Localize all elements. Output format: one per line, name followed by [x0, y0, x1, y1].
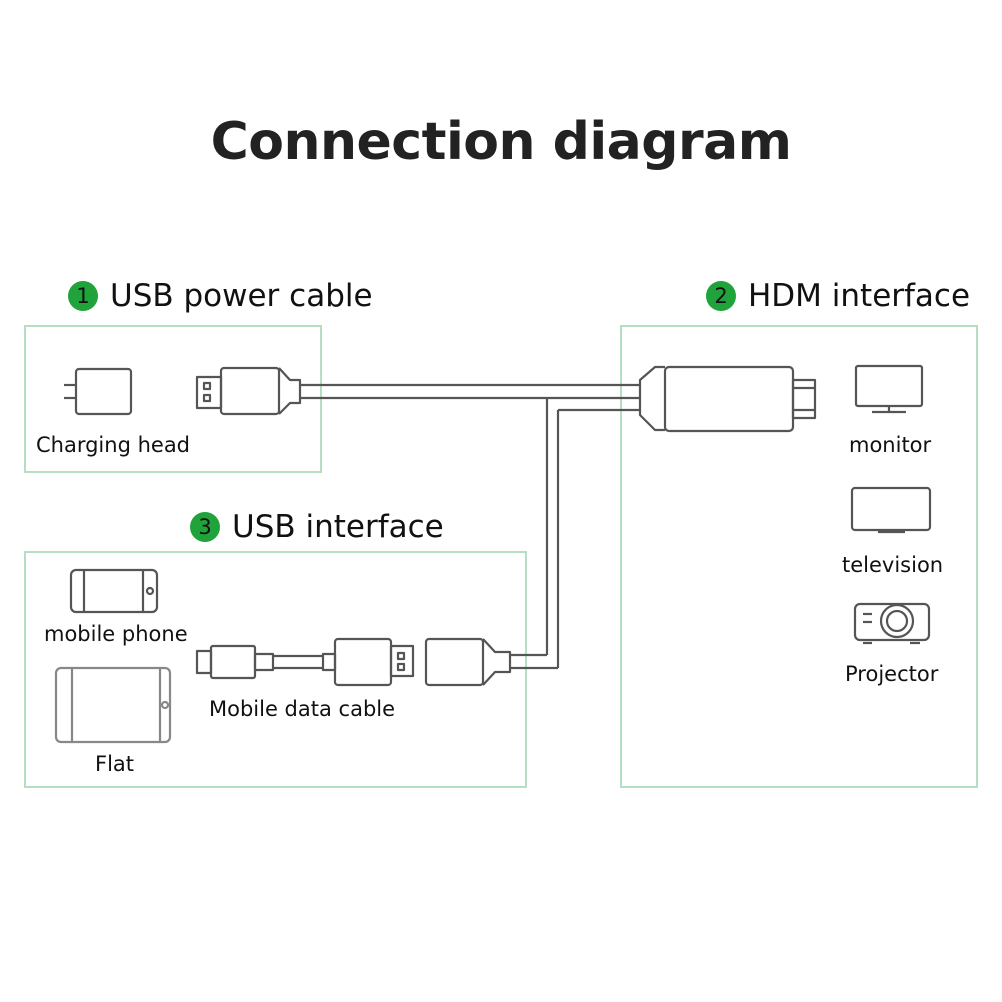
section-heading-hdmi: 2 HDM interface [706, 278, 970, 314]
hdmi-plug-icon [638, 365, 817, 433]
hdmi-box [620, 325, 978, 788]
step-badge-1: 1 [68, 281, 98, 311]
section-title: USB interface [232, 509, 444, 545]
monitor-label: monitor [849, 433, 932, 457]
step-badge-3: 3 [190, 512, 220, 542]
section-heading-usb-interface: 3 USB interface [190, 509, 444, 545]
section-title: HDM interface [748, 278, 971, 314]
phone-icon [69, 568, 159, 614]
usb-a-female-icon [424, 637, 512, 687]
charger-icon [64, 367, 133, 416]
step-badge-2: 2 [706, 281, 736, 311]
mobile-phone-label: mobile phone [44, 622, 188, 646]
mobile-data-cable-label: Mobile data cable [209, 697, 396, 721]
tablet-icon [54, 666, 172, 744]
section-title: USB power cable [110, 278, 373, 314]
projector-label: Projector [845, 662, 939, 686]
data-cable-icon [195, 637, 415, 687]
usb-a-plug-icon [195, 366, 302, 416]
projector-icon [853, 602, 931, 645]
cable-lines [300, 383, 640, 670]
television-label: television [842, 553, 944, 577]
usb-interface-box [24, 551, 527, 788]
charging-head-label: Charging head [36, 433, 191, 457]
flat-label: Flat [95, 752, 135, 776]
monitor-icon [854, 364, 924, 414]
section-heading-usb-power: 1 USB power cable [68, 278, 373, 314]
television-icon [850, 486, 932, 534]
page-title: Connection diagram [210, 112, 792, 172]
